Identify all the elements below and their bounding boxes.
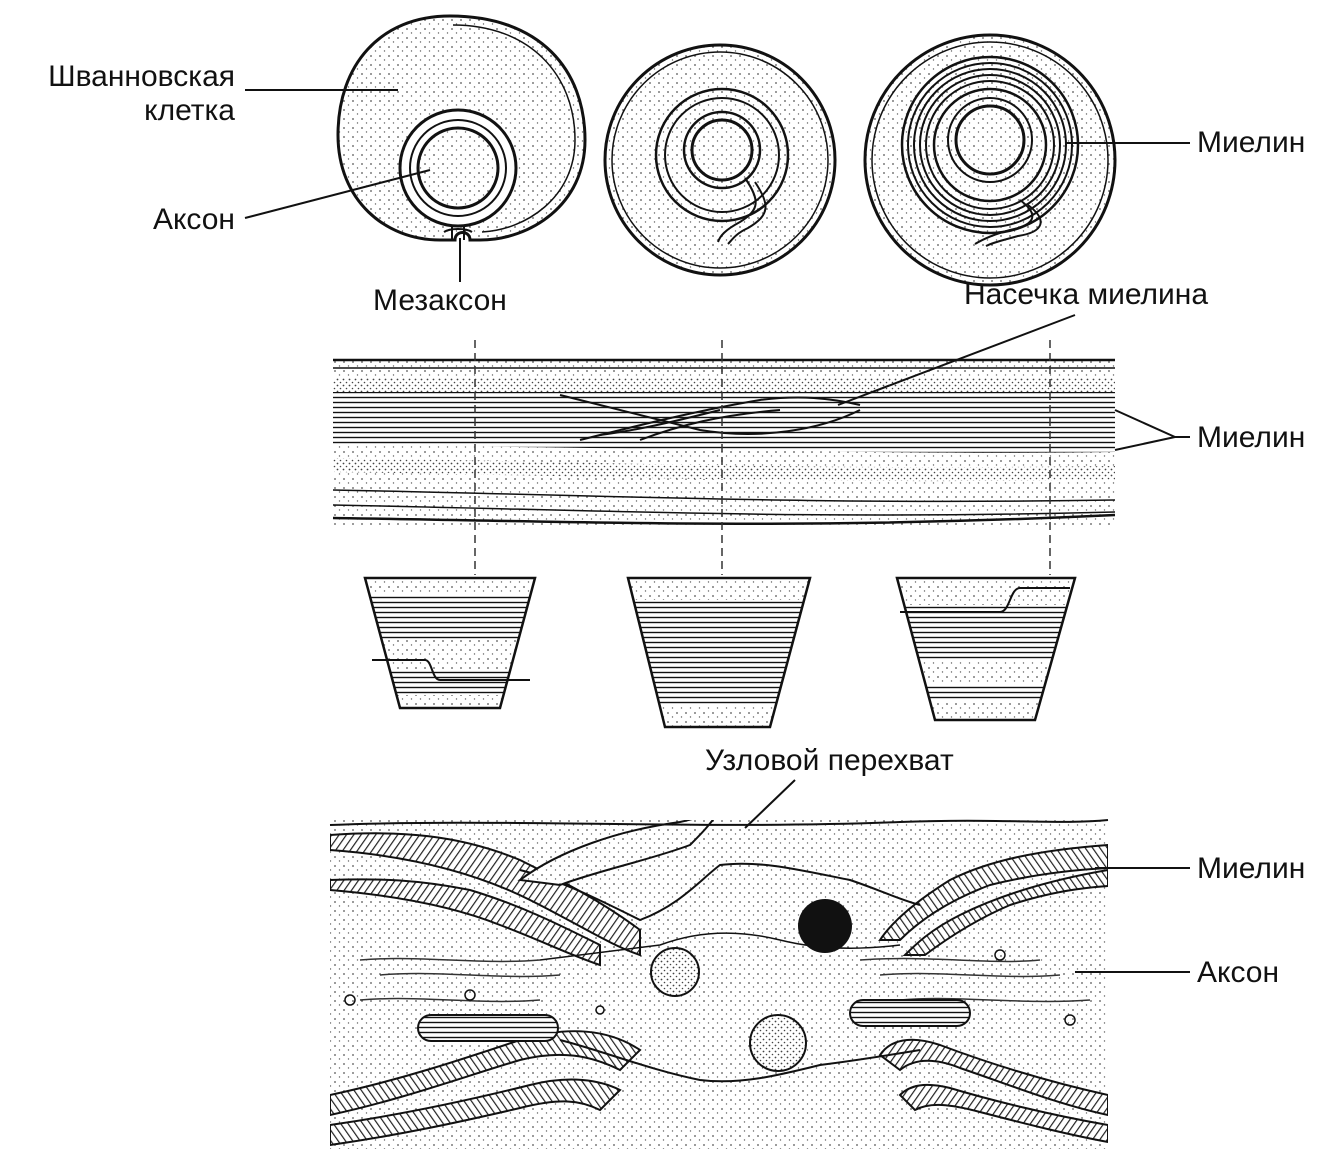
label-node-of-ranvier: Узловой перехват	[705, 744, 954, 778]
node-of-ranvier-section	[330, 810, 1108, 1149]
schwann-cell-stage-3	[865, 35, 1115, 285]
label-schwann-cell: Шванновская клетка	[10, 60, 235, 128]
cross-section-3	[890, 575, 1090, 725]
label-mesaxon: Мезаксон	[373, 284, 507, 318]
label-myelin-middle: Миелин	[1197, 421, 1305, 455]
schwann-cell-stage-1	[338, 16, 585, 240]
schwann-cell-stage-2	[605, 45, 835, 275]
label-axon-bottom: Аксон	[1197, 956, 1279, 990]
leader-myelin-middle	[1115, 410, 1190, 450]
label-myelin-bottom: Миелин	[1197, 852, 1305, 886]
longitudinal-section	[333, 360, 1115, 525]
cross-section-2	[620, 575, 820, 735]
label-axon-top: Аксон	[100, 203, 235, 237]
cross-section-1	[360, 575, 540, 715]
label-myelin-top: Миелин	[1197, 126, 1305, 160]
label-myelin-notch: Насечка миелина	[964, 278, 1208, 312]
